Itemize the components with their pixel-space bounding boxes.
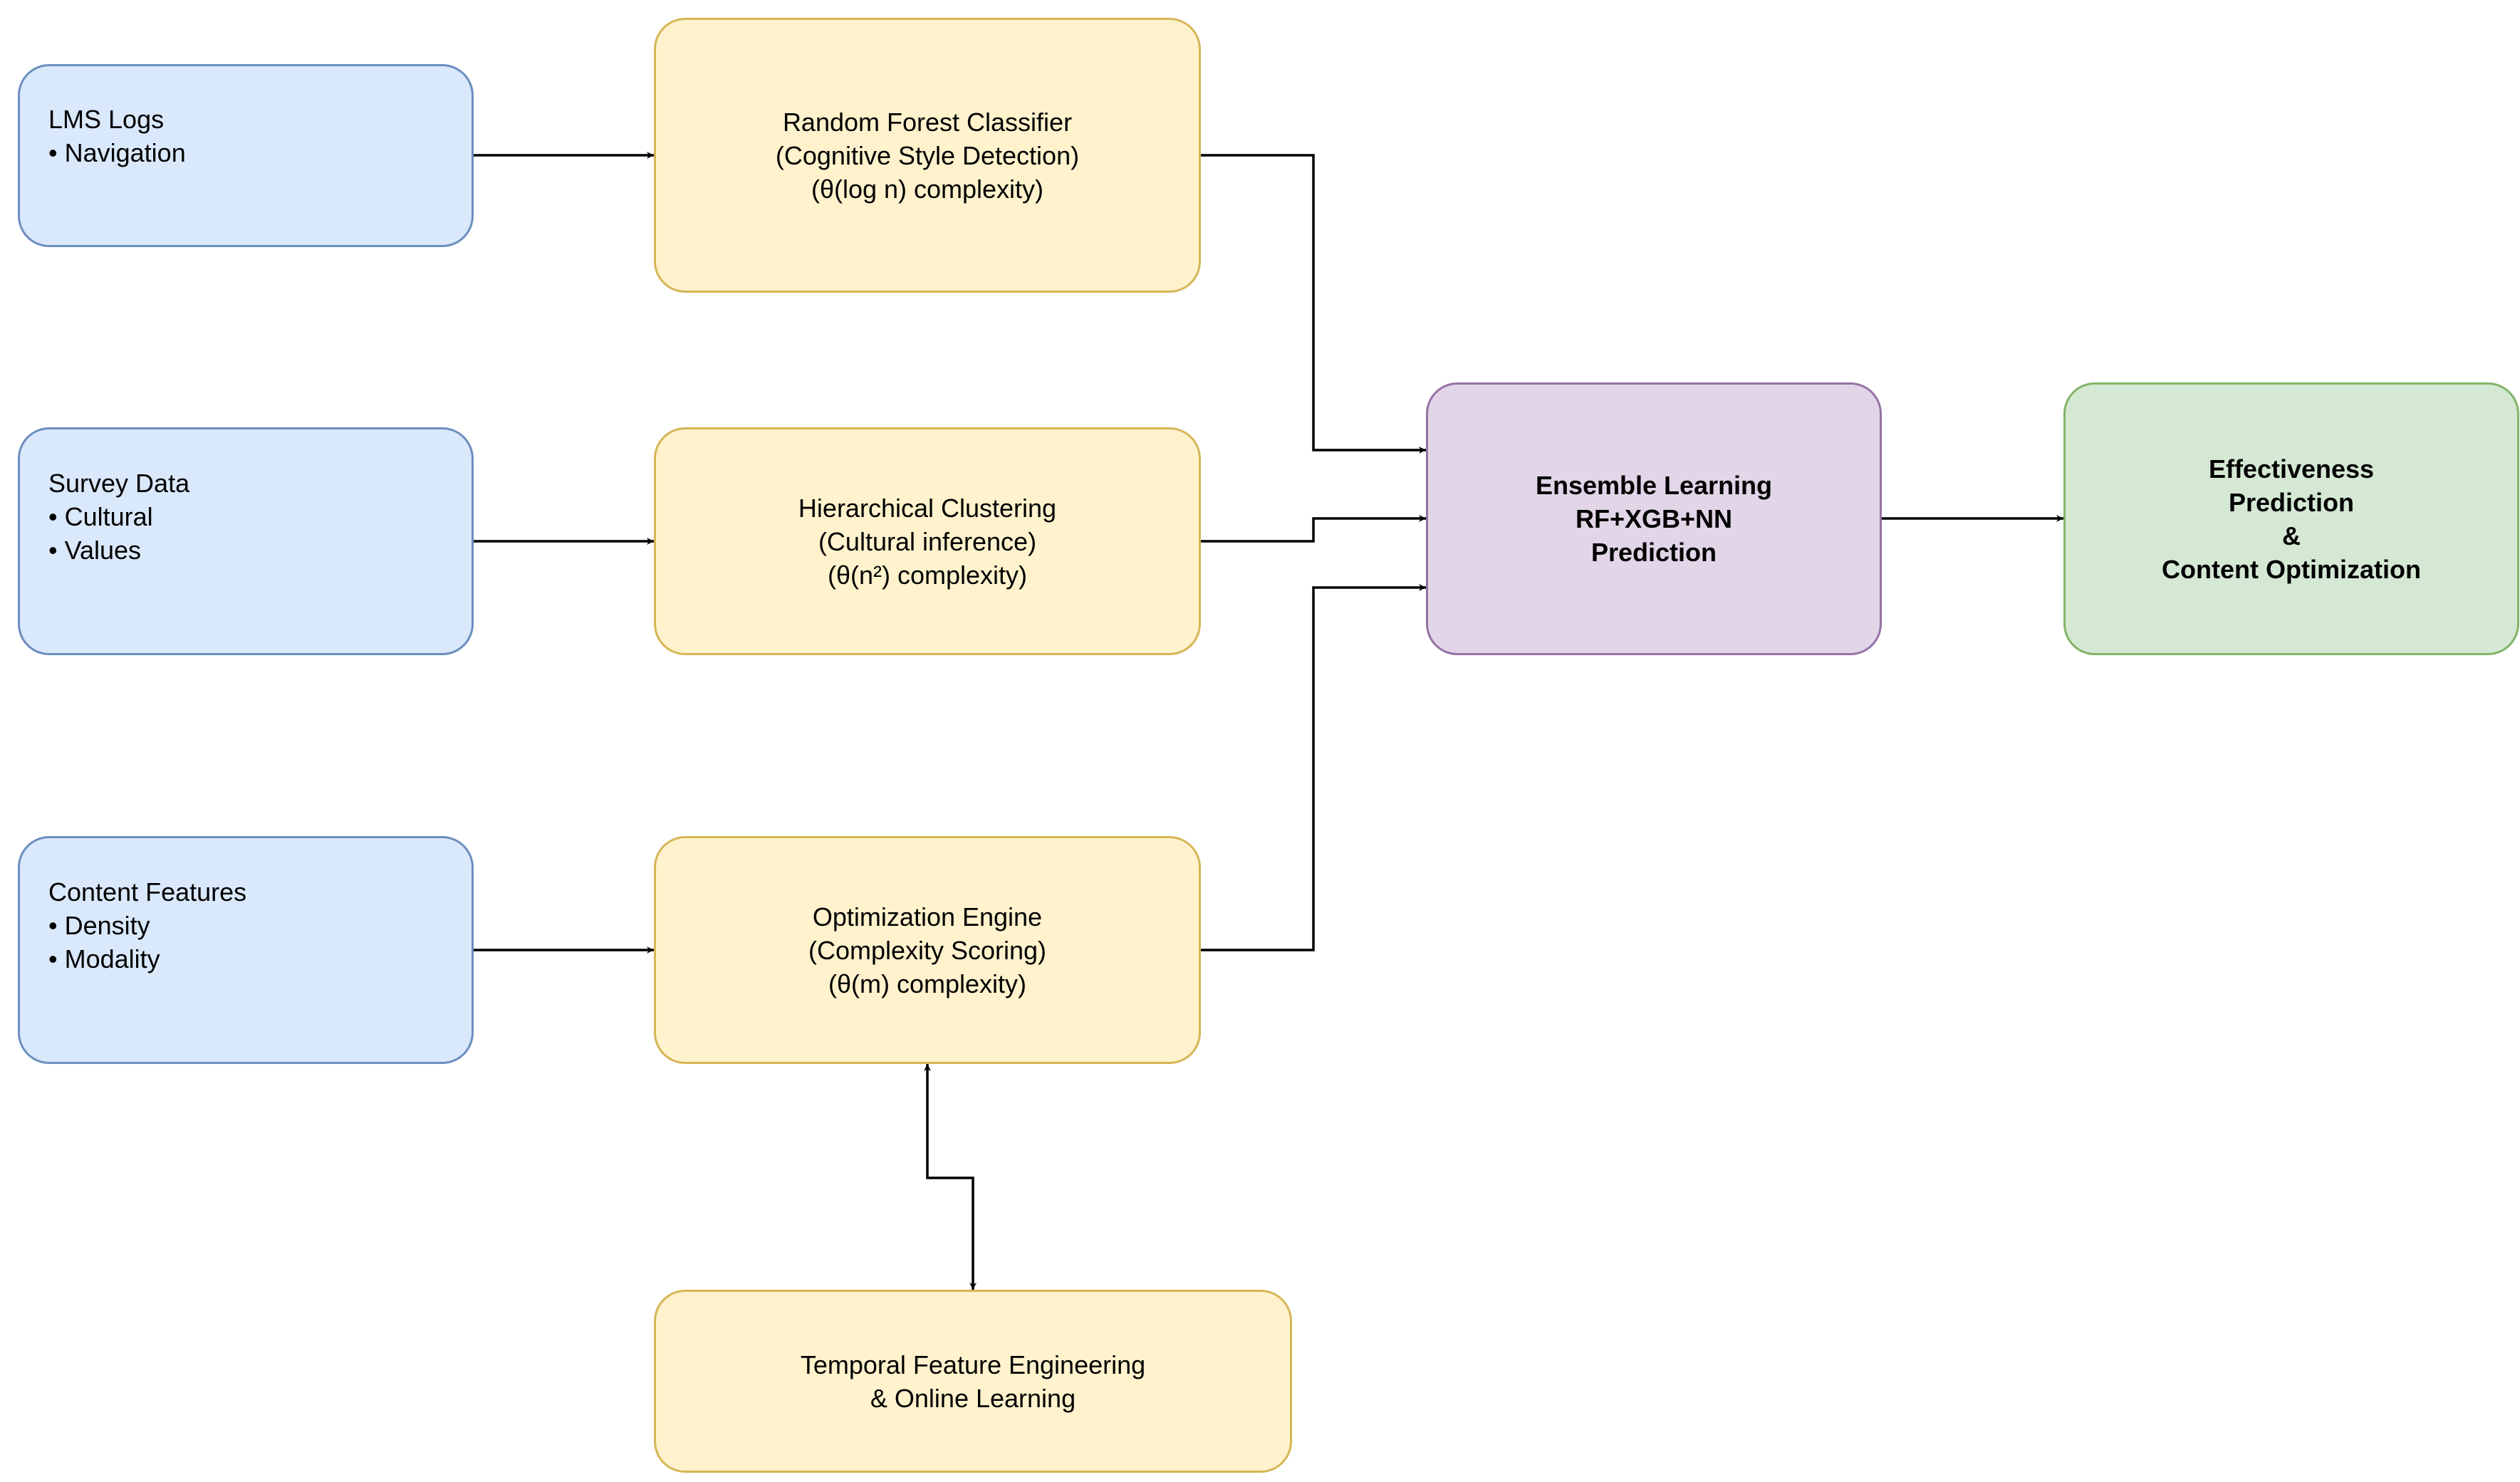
lms-logs-node: LMS Logs • Navigation [18, 64, 474, 247]
temporal-feature-subtitle: & Online Learning [870, 1383, 1076, 1413]
ensemble-learning-models: RF+XGB+NN [1575, 504, 1733, 533]
ensemble-learning-node: Ensemble Learning RF+XGB+NN Prediction [1426, 382, 1882, 655]
edge-hc-to-ensemble [1201, 515, 1426, 543]
temporal-feature-title: Temporal Feature Engineering [800, 1350, 1146, 1379]
lms-logs-title: LMS Logs [48, 105, 165, 134]
output-line-ampersand: & [2282, 521, 2301, 550]
output-line-prediction: Prediction [2228, 487, 2355, 517]
output-line-effectiveness: Effectiveness [2208, 454, 2375, 484]
ensemble-learning-prediction: Prediction [1590, 538, 1717, 567]
edge-opt-to-ensemble [1201, 584, 1426, 951]
temporal-feature-node: Temporal Feature Engineering & Online Le… [654, 1290, 1292, 1473]
lms-logs-item-navigation: • Navigation [48, 138, 186, 167]
ensemble-learning-title: Ensemble Learning [1535, 471, 1773, 500]
hierarchical-clustering-purpose: (Cultural inference) [818, 526, 1037, 556]
hierarchical-clustering-node: Hierarchical Clustering (Cultural infere… [654, 427, 1201, 655]
output-line-content-optimization: Content Optimization [2162, 554, 2421, 584]
random-forest-purpose: (Cognitive Style Detection) [775, 140, 1080, 170]
hierarchical-clustering-complexity: (θ(n²) complexity) [827, 560, 1028, 590]
optimization-engine-complexity: (θ(m) complexity) [828, 969, 1026, 998]
content-features-node: Content Features • Density • Modality [18, 836, 474, 1064]
content-features-item-modality: • Modality [48, 944, 160, 974]
survey-data-title: Survey Data [48, 469, 190, 498]
survey-data-item-cultural: • Cultural [48, 502, 153, 531]
optimization-engine-purpose: (Complexity Scoring) [808, 935, 1047, 965]
survey-data-item-values: • Values [48, 536, 142, 565]
edge-rf-to-ensemble [1201, 154, 1426, 454]
optimization-engine-title: Optimization Engine [812, 902, 1043, 932]
survey-data-node: Survey Data • Cultural • Values [18, 427, 474, 655]
hierarchical-clustering-title: Hierarchical Clustering [798, 493, 1057, 523]
content-features-title: Content Features [48, 877, 247, 907]
random-forest-node: Random Forest Classifier (Cognitive Styl… [654, 18, 1201, 293]
content-features-item-density: • Density [48, 911, 150, 940]
optimization-engine-node: Optimization Engine (Complexity Scoring)… [654, 836, 1201, 1064]
random-forest-title: Random Forest Classifier [782, 107, 1073, 137]
effectiveness-output-node: Effectiveness Prediction & Content Optim… [2063, 382, 2519, 655]
random-forest-complexity: (θ(log n) complexity) [811, 174, 1044, 204]
edge-opt-to-temporal [924, 1064, 977, 1290]
